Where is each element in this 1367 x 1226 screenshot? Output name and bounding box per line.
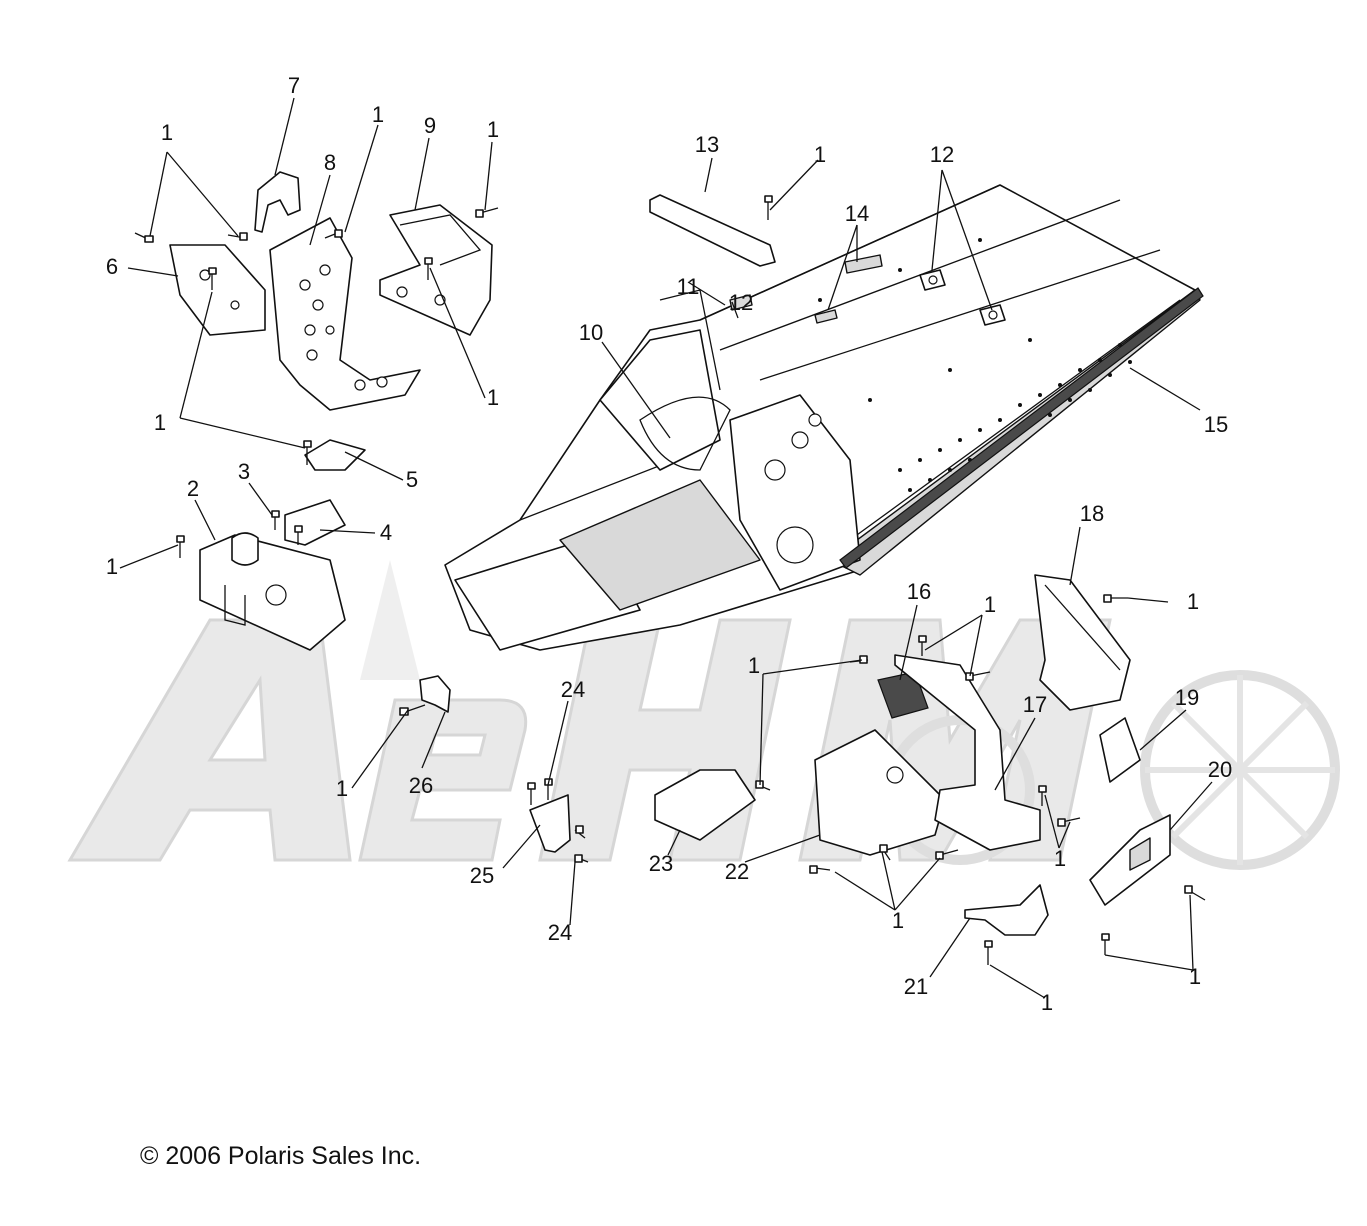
part-23-plate (654, 769, 756, 841)
callout-23: 23 (648, 851, 674, 876)
callout-14: 14 (844, 201, 870, 226)
part-19-plate (1099, 717, 1141, 783)
callout-1: 1 (153, 410, 167, 435)
part-25-bracket (529, 794, 571, 853)
callout-4: 4 (379, 520, 393, 545)
fasteners (134, 195, 1206, 965)
part-26-bracket (419, 675, 451, 713)
copyright-notice: © 2006 Polaris Sales Inc. (140, 1142, 422, 1170)
callout-9: 9 (423, 113, 437, 138)
callout-13: 13 (694, 132, 720, 157)
callout-11: 11 (676, 274, 700, 299)
callout-26: 26 (408, 773, 434, 798)
part-7-bracket (254, 171, 301, 233)
callout-7: 7 (287, 73, 301, 98)
part-21-bracket (964, 884, 1049, 936)
part-15-rail (839, 287, 1204, 569)
part-13-rail (649, 194, 776, 267)
callout-18: 18 (1079, 501, 1105, 526)
part-16-block (877, 671, 929, 719)
leader-lines (119, 97, 1213, 999)
chassis-tunnel (444, 184, 1201, 651)
callout-2: 2 (186, 476, 200, 501)
callout-1: 1 (1188, 964, 1202, 989)
callout-1: 1 (335, 776, 349, 801)
callout-17: 17 (1022, 692, 1048, 717)
part-22-bracket (814, 729, 946, 856)
callout-12: 12 (728, 290, 754, 315)
callout-24: 24 (547, 920, 573, 945)
part-9-bracket (379, 204, 493, 336)
callout-1: 1 (1186, 589, 1200, 614)
callout-1: 1 (1053, 846, 1067, 871)
part-5-bracket (304, 439, 366, 471)
callout-16: 16 (906, 579, 932, 604)
callout-20: 20 (1207, 757, 1233, 782)
callout-8: 8 (323, 150, 337, 175)
callout-1: 1 (371, 102, 385, 127)
callout-1: 1 (1040, 990, 1054, 1015)
callout-1: 1 (486, 385, 500, 410)
callout-21: 21 (903, 974, 929, 999)
callout-1: 1 (160, 120, 174, 145)
callout-1: 1 (891, 908, 905, 933)
callout-1: 1 (983, 592, 997, 617)
part-8-plate (269, 217, 421, 411)
callout-1: 1 (747, 653, 761, 678)
callout-10: 10 (578, 320, 604, 345)
callout-22: 22 (724, 859, 750, 884)
callout-1: 1 (105, 554, 119, 579)
part-4-plate (284, 499, 346, 546)
callout-3: 3 (237, 459, 251, 484)
callout-12: 12 (929, 142, 955, 167)
callout-15: 15 (1203, 412, 1229, 437)
part-18-guard (1034, 574, 1131, 711)
callout-24: 24 (560, 677, 586, 702)
part-6-plate (169, 244, 266, 336)
callout-1: 1 (813, 142, 827, 167)
callout-19: 19 (1174, 685, 1200, 710)
callout-1: 1 (486, 117, 500, 142)
callout-6: 6 (105, 254, 119, 279)
part-17-bracket (894, 654, 1041, 851)
callout-5: 5 (405, 467, 419, 492)
callout-25: 25 (469, 863, 495, 888)
